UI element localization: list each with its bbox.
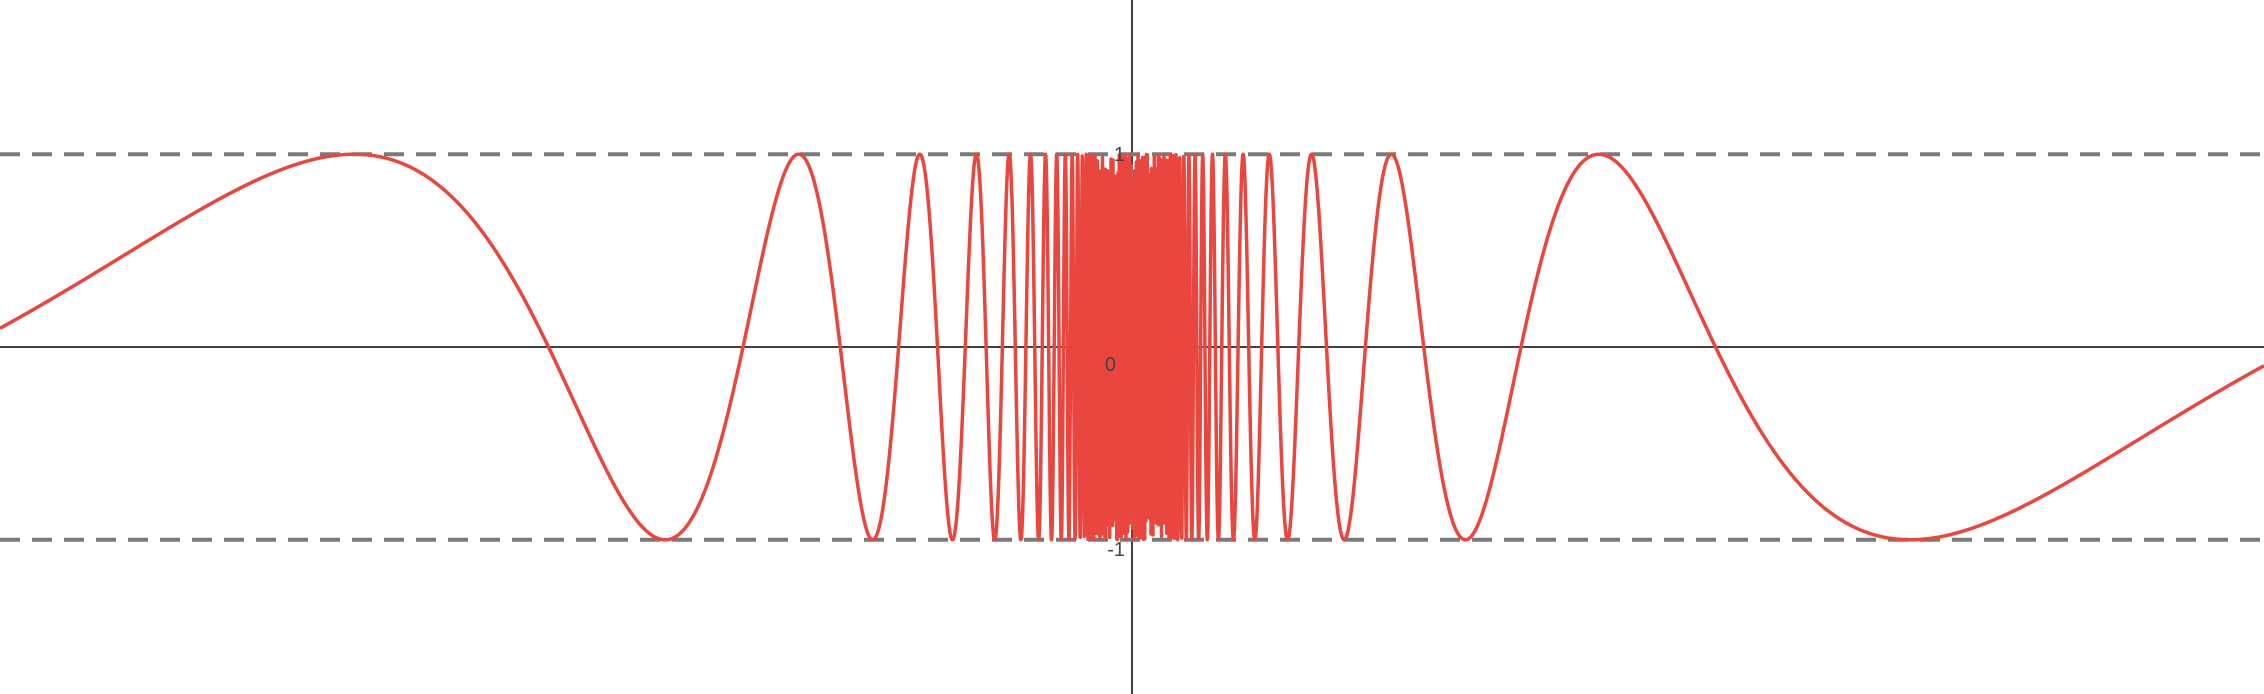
y-tick-label-0: 0 <box>1105 354 1116 376</box>
y-tick-label-minus-1: -1 <box>1107 539 1125 561</box>
y-tick-label-1: 1 <box>1114 144 1125 166</box>
sine-curve <box>0 152 2264 542</box>
